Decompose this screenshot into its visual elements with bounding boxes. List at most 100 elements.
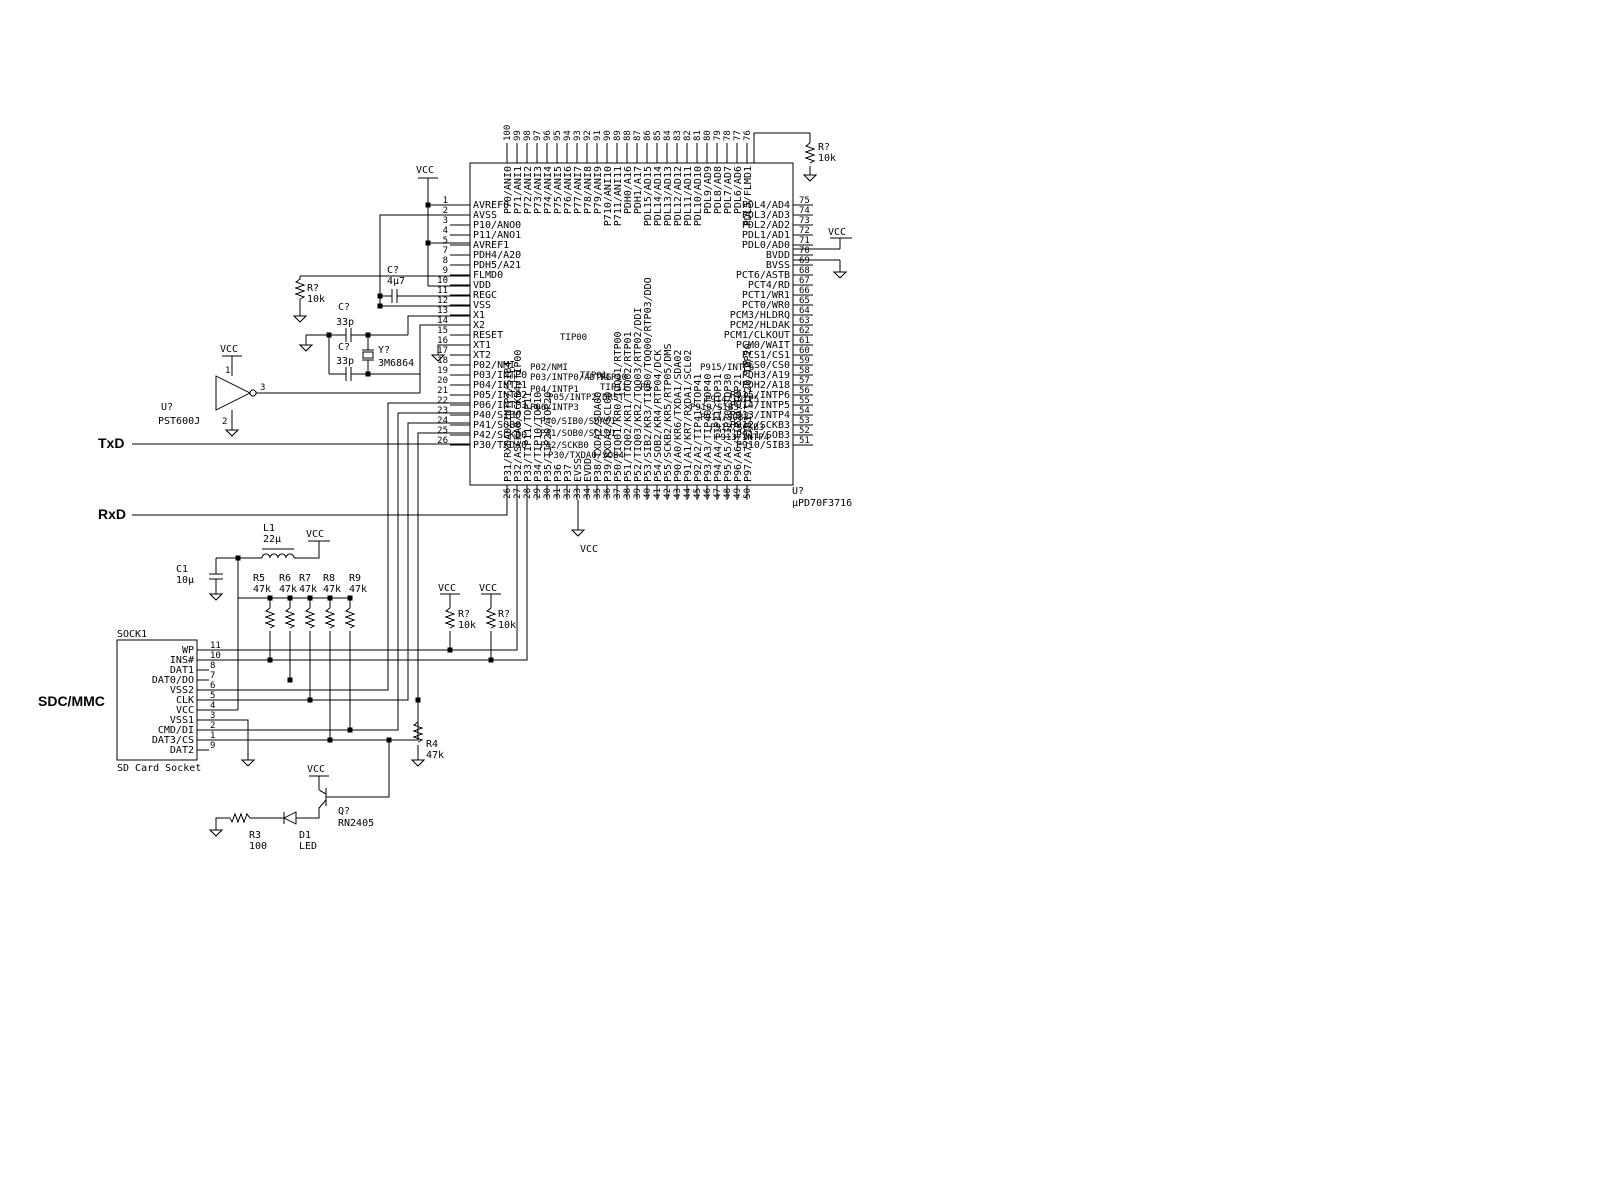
mcu-bottom-pin-name: EVDD bbox=[583, 458, 594, 482]
mcu-right-pin-name: BVSS bbox=[766, 260, 790, 271]
d1-ref: D1 bbox=[299, 830, 311, 841]
evdd-vcc-label: VCC bbox=[580, 544, 598, 555]
mcu-right-pin-number: 68 bbox=[799, 266, 810, 276]
mcu-bottom-pin-number: 29 bbox=[533, 488, 543, 499]
r7-value: 47k bbox=[299, 584, 317, 595]
socket-name: SD Card Socket bbox=[117, 763, 201, 774]
mcu-top-pin-name: PDL9/AD9 bbox=[703, 166, 714, 214]
mcu-bottom-pin-number: 41 bbox=[653, 488, 663, 499]
r4-pulldown: R4 47k bbox=[410, 697, 444, 767]
mcu-top-pin-name: PDH0/A16 bbox=[623, 166, 634, 214]
mcu-top-pin-name: PDL13/AD13 bbox=[663, 166, 674, 226]
mcu-bottom-pin-number: 32 bbox=[563, 488, 573, 499]
c-x2-value: 33p bbox=[336, 356, 354, 367]
mcu-top-pin-number: 89 bbox=[613, 130, 623, 141]
mcu-left-pin-name: AVSS bbox=[473, 210, 497, 221]
mcu-left-pin-name: P03/INTP0 bbox=[473, 370, 527, 381]
c1-ref: C1 bbox=[176, 564, 188, 575]
socket-pin-number: 10 bbox=[210, 651, 221, 661]
mcu-top-pin-number: 83 bbox=[673, 130, 683, 141]
socket-pin-name: VSS2 bbox=[170, 685, 194, 696]
mcu-left-pin-number: 2 bbox=[443, 206, 448, 216]
mcu-top-pin-number: 97 bbox=[533, 130, 543, 141]
mcu-bottom-pin-number: 49 bbox=[733, 488, 743, 499]
socket-pin-name: DAT1 bbox=[170, 665, 194, 676]
mcu-left-pin-name: P42/SCKB0 bbox=[473, 430, 527, 441]
mcu-top-pin-name: PDL7/AD7 bbox=[723, 166, 734, 214]
mcu-left-pin-number: 11 bbox=[437, 286, 448, 296]
mcu-top-pin-number: 82 bbox=[683, 130, 693, 141]
reset-ic-pin1: 1 bbox=[225, 366, 230, 376]
reset-ic-ref: U? bbox=[161, 402, 173, 413]
led-driver: VCC Q? RN2405 R3 100 D1 LED bbox=[208, 737, 392, 852]
mcu-top-pin-number: 95 bbox=[553, 130, 563, 141]
r-ins-value: 10k bbox=[498, 620, 516, 631]
mcu-bottom-pin-name: P37 bbox=[563, 464, 574, 482]
mcu-inner-fragment: P04/INTP1 bbox=[530, 385, 579, 395]
mcu-right-pin-name: PCT6/ASTB bbox=[736, 270, 790, 281]
mcu-left-pin-name: P10/ANO0 bbox=[473, 220, 521, 231]
mcu-inner-fragment: P30/TXDA0/SOB4 bbox=[548, 451, 624, 461]
mcu-right-pin-name: P912/SCKB3 bbox=[730, 420, 790, 431]
mcu-right-pin-number: 60 bbox=[799, 346, 810, 356]
reset-ic-pin2: 2 bbox=[222, 417, 227, 427]
r-left-value: 10k bbox=[307, 294, 325, 305]
mcu-right-pin-name: PDH3/A19 bbox=[742, 370, 790, 381]
mcu-right-pin-number: 57 bbox=[799, 376, 810, 386]
mcu-bottom-pin-name: P95/A5/TIP30/TOP30 bbox=[723, 374, 734, 482]
r4-ref: R4 bbox=[426, 739, 438, 750]
mcu-top-pin-name: PDH1/A17 bbox=[633, 166, 644, 214]
socket-ref: SOCK1 bbox=[117, 629, 147, 640]
mcu-bottom-pin-number: 36 bbox=[603, 488, 613, 499]
mcu-top-pin-name: P73/ANI3 bbox=[533, 166, 544, 214]
crystal-ref: Y? bbox=[378, 345, 390, 356]
socket-pin-number: 2 bbox=[210, 721, 215, 731]
mcu-bottom-pin-number: 43 bbox=[673, 488, 683, 499]
mcu-part: µPD70F3716 bbox=[792, 498, 852, 509]
mcu-left-pin-number: 14 bbox=[437, 316, 448, 326]
mcu-left-pin-number: 22 bbox=[437, 396, 448, 406]
mcu-right-pin-name: P915/INTP6 bbox=[730, 390, 790, 401]
mcu-top-pin-name: P70/ANI0 bbox=[503, 166, 514, 214]
mcu-left-pin-number: 15 bbox=[437, 326, 448, 336]
mcu-bottom-pin-name: P38/TXDA2/SDA00 bbox=[593, 392, 604, 482]
mcu-inner-fragment: TIP11 bbox=[600, 383, 627, 393]
socket-pin-number: 5 bbox=[210, 691, 215, 701]
mcu-top-pin-name: PDL10/AD10 bbox=[693, 166, 704, 226]
mcu-inner-fragment: P06/INTP3 bbox=[530, 403, 579, 413]
mcu-left-pin-number: 18 bbox=[437, 356, 448, 366]
mcu-right-pin-number: 61 bbox=[799, 336, 810, 346]
reset-ic: VCC 1 2 3 U? PST600J bbox=[158, 335, 421, 437]
r9-value: 47k bbox=[349, 584, 367, 595]
mcu-bottom-pin-name: P97/A7/SIB1/TIP20/TOP20 bbox=[743, 344, 754, 482]
mcu-inner-fragment: P9 bbox=[640, 383, 651, 393]
l1-ref: L1 bbox=[263, 523, 275, 534]
mcu-top-pin-name: P75/ANI5 bbox=[553, 166, 564, 214]
mcu-top-pin-number: 94 bbox=[563, 130, 573, 141]
mcu-inner-fragment: TIP10 bbox=[600, 373, 627, 383]
mcu-right-pin-number: 65 bbox=[799, 296, 810, 306]
socket-pin-name: DAT3/CS bbox=[152, 735, 194, 746]
mcu-right-pin-name: PCT1/WR1 bbox=[742, 290, 790, 301]
mcu-left-pin-number: 19 bbox=[437, 366, 448, 376]
l1-vcc-label: VCC bbox=[306, 529, 324, 540]
mcu-left-pin-number: 20 bbox=[437, 376, 448, 386]
c-regc-ref: C? bbox=[387, 265, 399, 276]
mcu-inner-fragment: P911/SOB3 bbox=[700, 413, 749, 423]
mcu-inner-fragment: P02/NMI bbox=[530, 363, 568, 373]
mcu-bottom-pin-name: P35/TIP20/TOP20 bbox=[543, 392, 554, 482]
r5-ref: R5 bbox=[253, 573, 265, 584]
mcu-right-pin-name: PCS0/CS0 bbox=[742, 360, 790, 371]
mcu-bottom-pin-name: P50/TIQ01/KR0/TOQ01/RTP00 bbox=[613, 331, 624, 482]
mcu-top-pin-name: PDL15/AD15 bbox=[643, 166, 654, 226]
mcu-left-pin-name: X2 bbox=[473, 320, 485, 331]
mcu-body bbox=[469, 162, 794, 486]
r3-value: 100 bbox=[249, 841, 267, 852]
mcu-top-pin-number: 77 bbox=[733, 130, 743, 141]
mcu-right-pin-name: PCM2/HLDAK bbox=[730, 320, 790, 331]
mcu-bottom-pin-number: 27 bbox=[513, 488, 523, 499]
mcu-bottom-pin-name: P91/A1/KR7/RXDA1/SCL02 bbox=[683, 350, 694, 482]
mcu-inner-fragment: P910/SIB3 bbox=[690, 403, 739, 413]
